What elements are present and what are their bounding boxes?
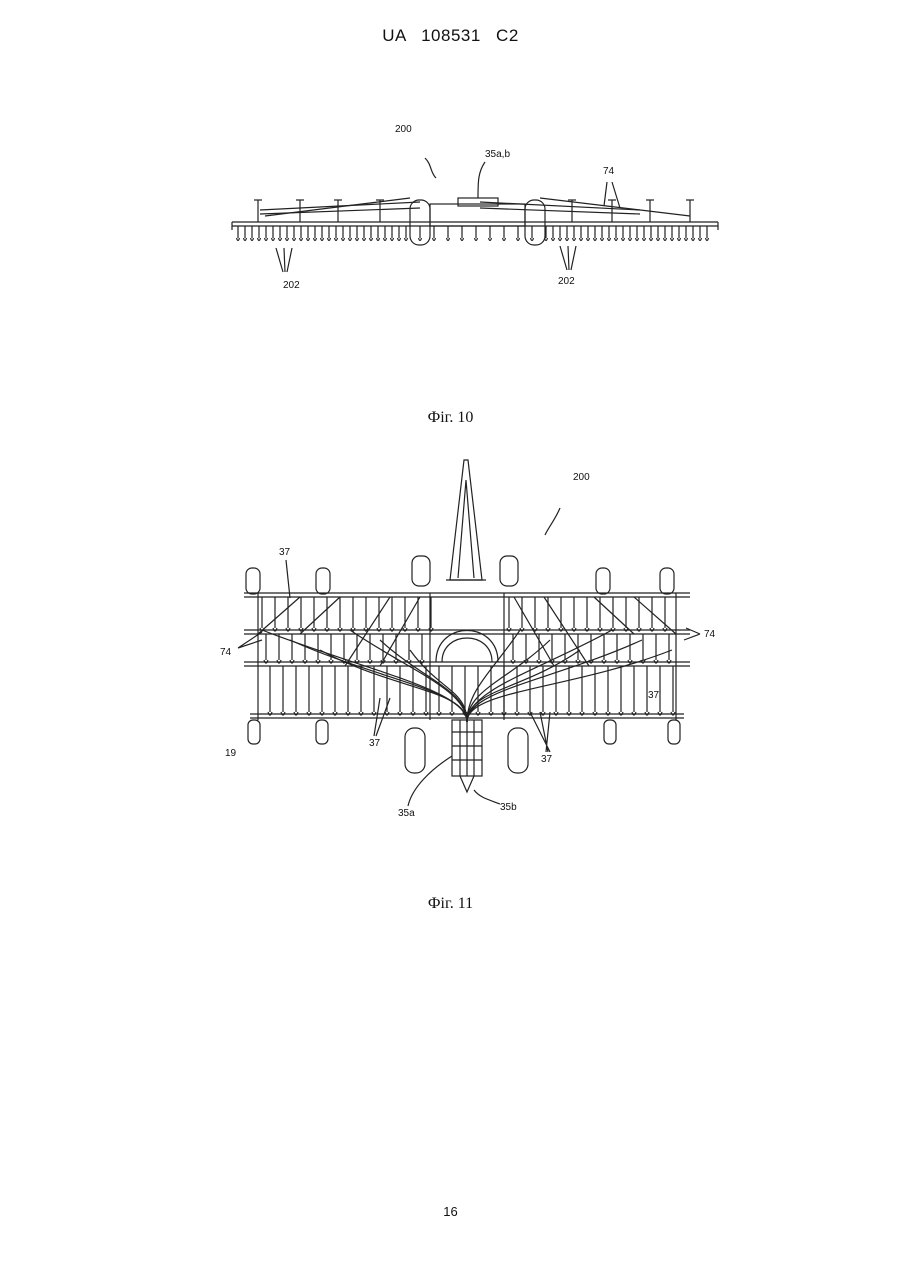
ref-label-37-top: 37 [279,547,291,558]
ref-label-19: 19 [225,748,237,759]
page-number: 16 [0,1204,901,1219]
ref-label-35ab: 35a,b [485,149,510,160]
ref-label-35a: 35a [398,808,415,819]
ref-label-200-fig11: 200 [573,472,590,483]
figure-10-drawing: 200 35a,b 74 202 202 [0,110,901,310]
ref-label-37-mid-right: 37 [541,754,553,765]
ref-label-202-right: 202 [558,276,575,287]
ref-label-74-left: 74 [220,647,232,658]
figure-11-drawing: 200 37 74 74 37' 19 37 37 35a 35b [0,450,901,830]
ref-label-74: 74 [603,166,615,177]
ref-label-35b: 35b [500,802,517,813]
ref-label-200: 200 [395,124,412,135]
ref-label-74-right: 74 [704,629,716,640]
patent-header: UA 108531 C2 [0,26,901,46]
ref-label-37-mid-left: 37 [369,738,381,749]
figure-10-caption: Фіг. 10 [0,409,901,427]
ref-label-202-left: 202 [283,280,300,291]
ref-label-37-prime: 37' [648,690,661,701]
figure-11-caption: Фіг. 11 [0,895,901,913]
